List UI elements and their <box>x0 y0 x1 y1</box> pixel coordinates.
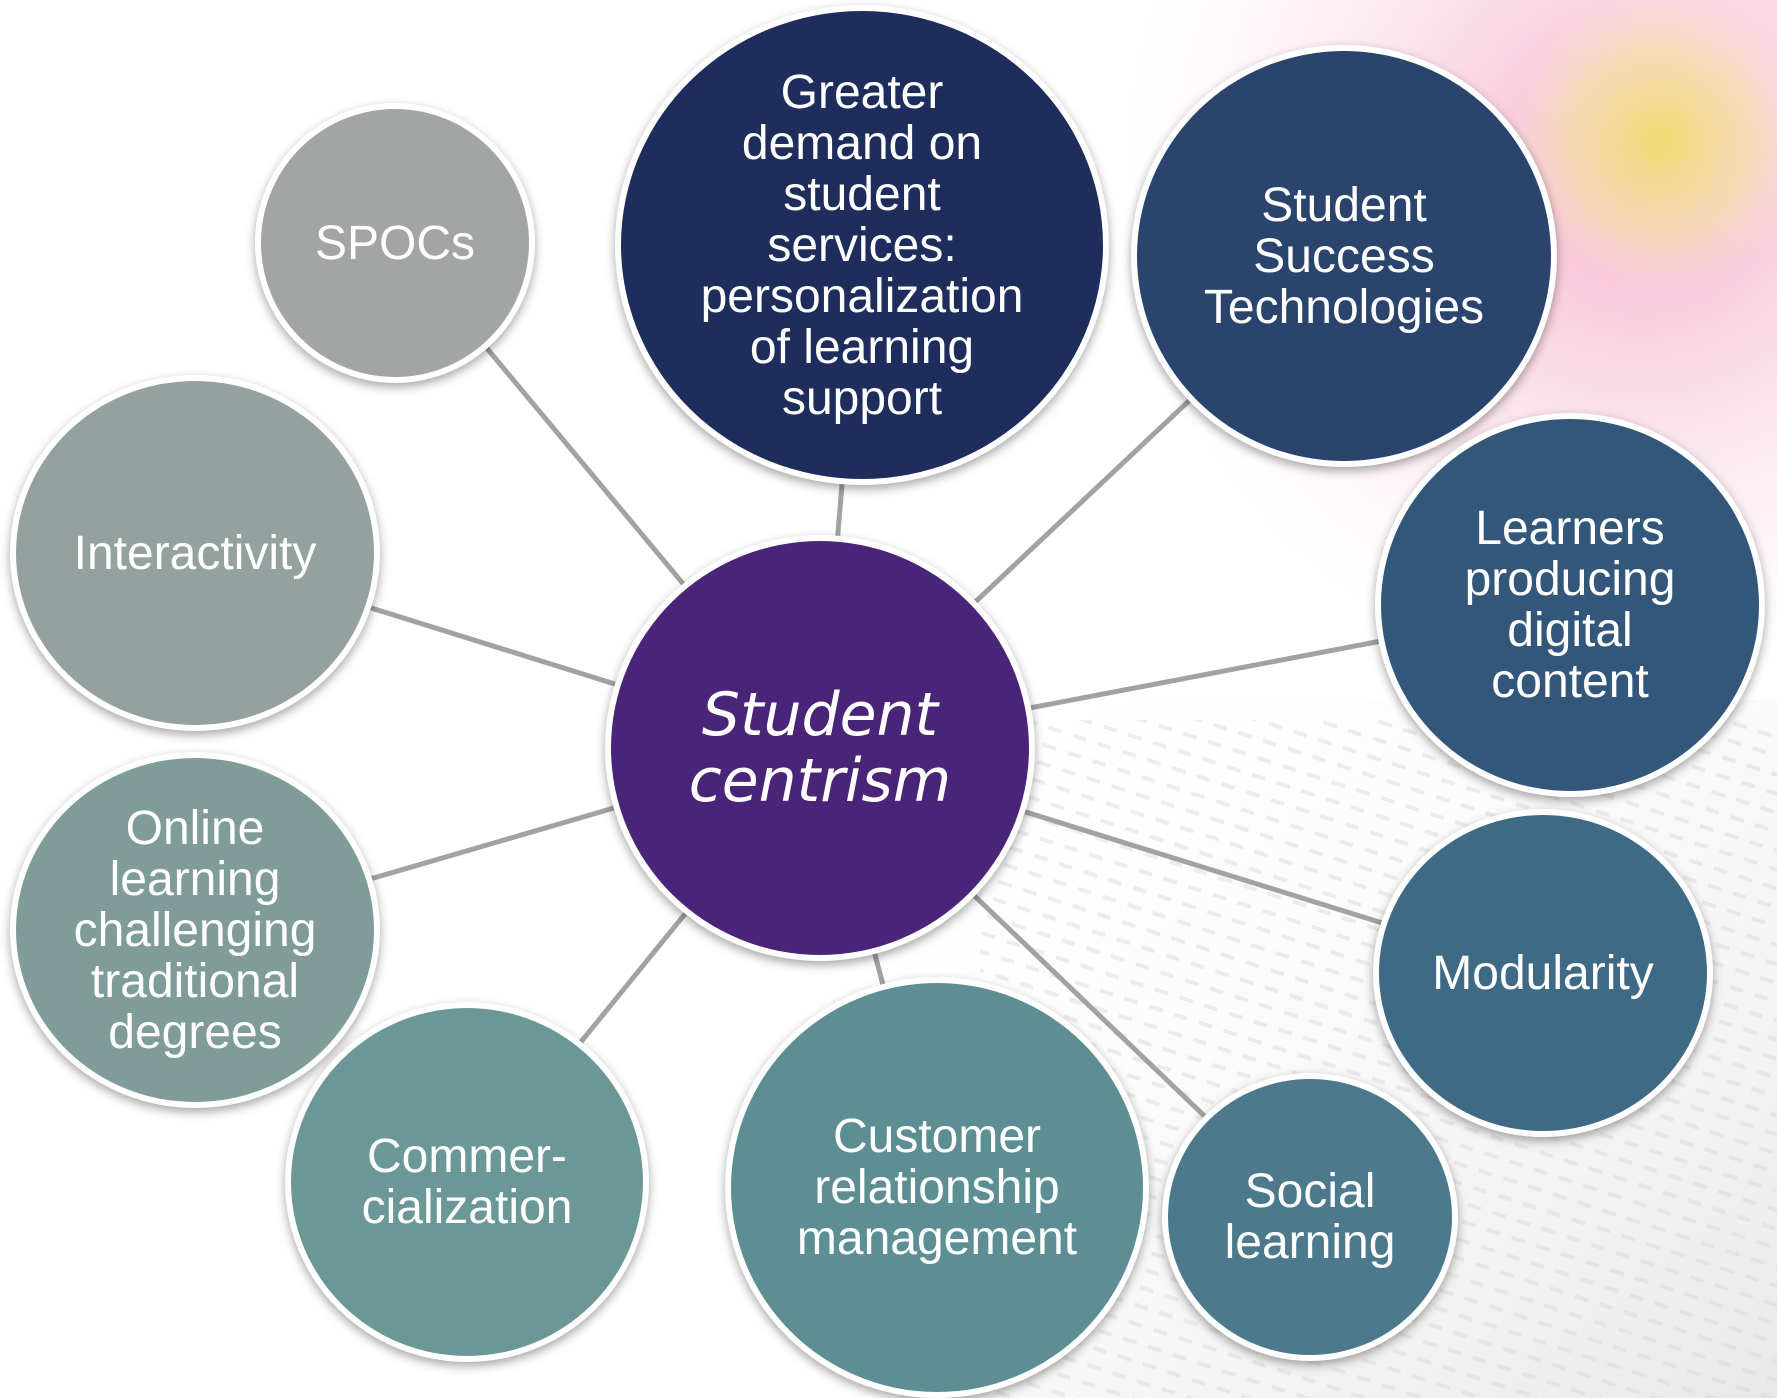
node-label: Modularity <box>1432 946 1654 1000</box>
node-learners-producing: Learners producing digital content <box>1375 413 1765 797</box>
node-student-success: Student Success Technologies <box>1131 45 1557 467</box>
center-node-student-centrism: Student centrism <box>605 535 1035 961</box>
node-customer-relationship: Customer relationship management <box>725 977 1149 1398</box>
node-interactivity: Interactivity <box>10 375 380 731</box>
center-label: Student centrism <box>688 680 952 816</box>
node-spocs: SPOCs <box>255 103 535 383</box>
node-label: Online learning challenging traditional … <box>73 801 317 1059</box>
node-greater-demand: Greater demand on student services: pers… <box>615 5 1109 485</box>
node-commercialization: Commer- cialization <box>285 1002 649 1362</box>
node-label: Greater demand on student services: pers… <box>700 65 1024 425</box>
node-label: Student Success Technologies <box>1203 178 1485 334</box>
node-label: SPOCs <box>314 216 476 270</box>
node-label: Customer relationship management <box>796 1110 1078 1265</box>
node-online-learning: Online learning challenging traditional … <box>10 752 380 1108</box>
node-label: Commer- cialization <box>361 1130 573 1234</box>
node-label: Social learning <box>1224 1165 1396 1269</box>
node-label: Interactivity <box>73 526 317 580</box>
node-label: Learners producing digital content <box>1464 502 1676 708</box>
node-social-learning: Social learning <box>1162 1073 1458 1361</box>
node-modularity: Modularity <box>1373 809 1713 1137</box>
